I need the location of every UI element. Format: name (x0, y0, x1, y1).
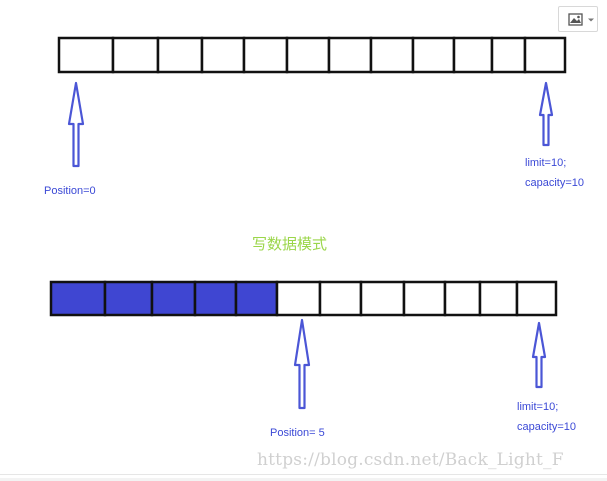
buffer-cell-empty (359, 280, 406, 317)
mode-title: 写数据模式 (252, 235, 328, 253)
bottom-limit-arrow (531, 321, 547, 389)
bottom-buffer-cells (49, 280, 558, 317)
buffer-cell-empty (402, 280, 447, 317)
buffer-cell-filled (150, 280, 197, 317)
buffer-cell-empty (200, 36, 246, 74)
top-buffer-cells (57, 36, 567, 74)
bottom-position-arrow (293, 318, 311, 410)
top-capacity-label: capacity=10 (525, 177, 585, 189)
image-icon (568, 13, 583, 26)
top-limit-label: limit=10; (525, 157, 567, 169)
top-position-arrow (67, 81, 85, 168)
bottom-bar (0, 478, 607, 481)
bottom-limit-label: limit=10; (517, 401, 559, 413)
top-limit-arrow (538, 81, 554, 147)
bottom-position-label: Position= 5 (270, 427, 325, 439)
buffer-cell-filled (234, 280, 279, 317)
buffer-cell-empty (523, 36, 567, 74)
divider (0, 474, 607, 475)
image-menu-button[interactable] (558, 6, 598, 32)
top-position-label: Position=0 (44, 185, 96, 197)
buffer-cell-empty (443, 280, 482, 317)
buffer-cell-empty (111, 36, 160, 74)
chevron-down-icon (588, 18, 594, 22)
buffer-cell-empty (285, 36, 331, 74)
buffer-cell-empty (515, 280, 558, 317)
watermark-url: https://blog.csdn.net/Back_Light_F (257, 450, 564, 470)
bottom-capacity-label: capacity=10 (517, 421, 577, 433)
